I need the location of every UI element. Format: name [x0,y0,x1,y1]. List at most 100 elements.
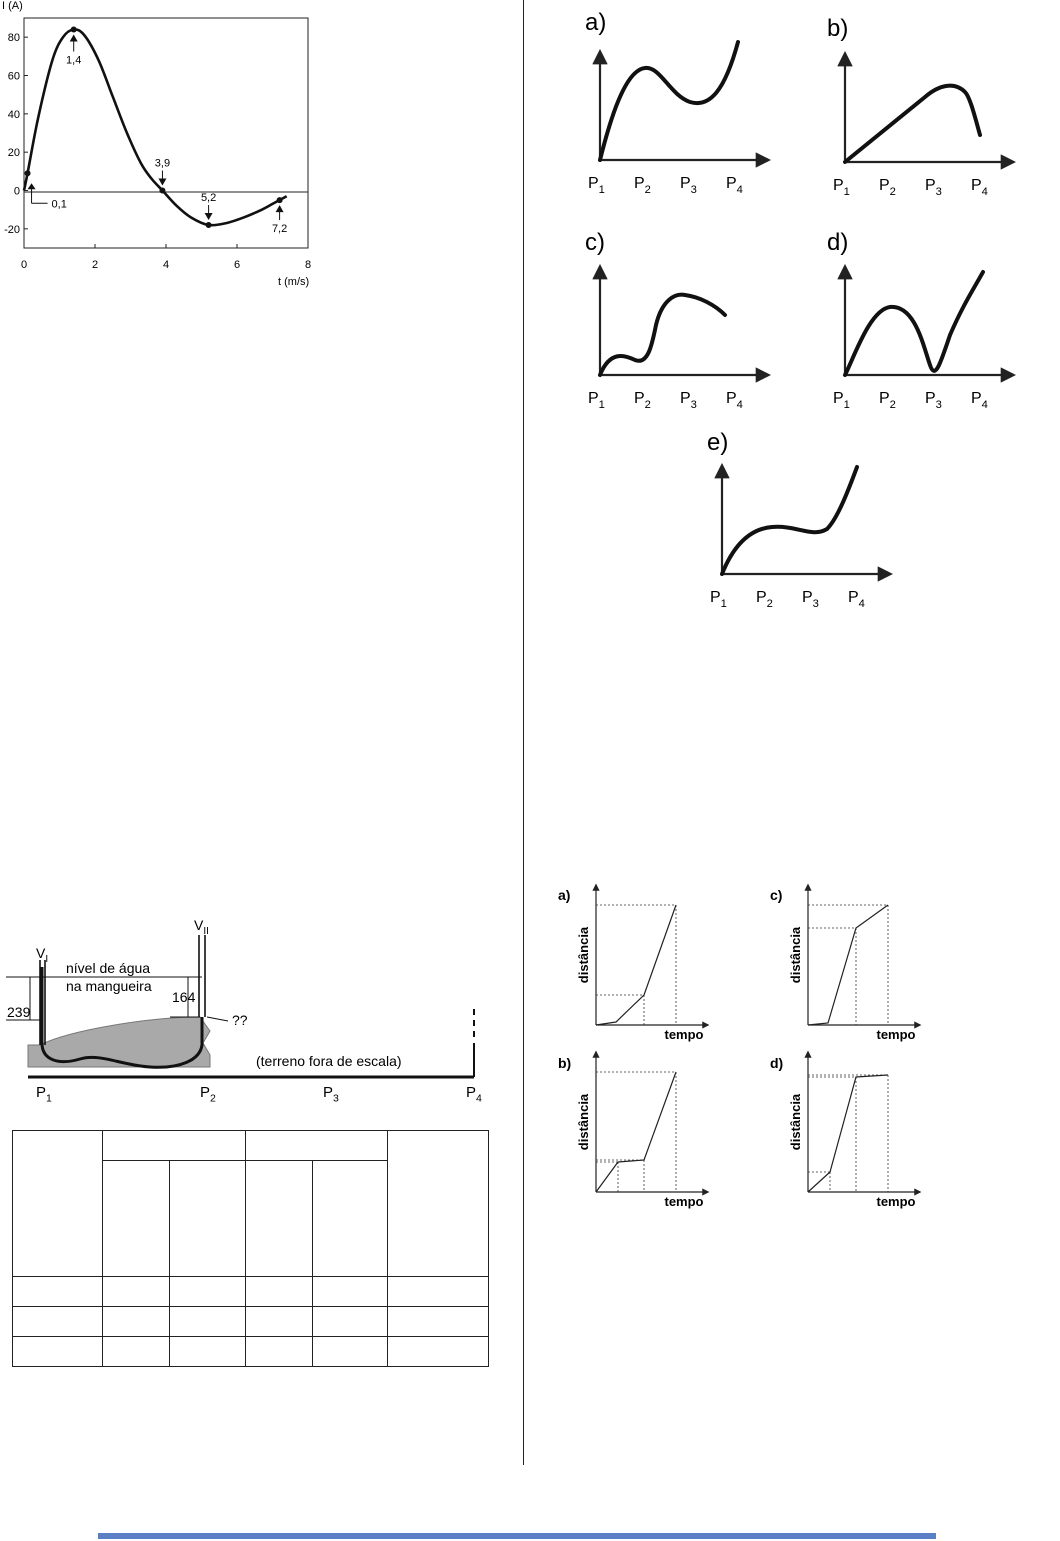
unknown-pointer [206,1016,229,1022]
hose [40,967,204,1069]
table-cell [102,1305,170,1337]
table-cell [169,1305,246,1337]
option-graph: a) P1 P2 P3 P4 [585,9,772,196]
point-label: P4 [726,175,743,196]
point-label: P4 [971,177,988,198]
y-axis-label: I (A) [2,0,23,12]
point-label: P2 [879,177,896,198]
unknown-label: ?? [232,1012,248,1028]
table-cell [102,1275,170,1307]
table-cell [387,1130,489,1277]
point-label: P3 [323,1084,339,1105]
distance-graph: b) distância tempo [558,1050,710,1209]
point-label: P3 [680,390,697,411]
option-curve [843,83,982,164]
x-axis-label: tempo [877,1027,916,1042]
option-label: b) [558,1055,571,1071]
point-label: P2 [879,390,896,411]
annotation-arrowhead [27,183,36,190]
annotation-label: 3,9 [155,158,170,170]
y-tick-label: 80 [8,32,20,44]
x-axis-label: tempo [665,1194,704,1209]
y-axis-label: distância [788,1093,803,1150]
point-label: P1 [588,175,605,196]
table-cell [245,1160,313,1277]
table-cell [12,1305,103,1337]
distance-line [807,904,889,1026]
table-cell [245,1275,313,1307]
height-right: 164 [172,989,196,1005]
y-tick-label: 60 [8,71,20,83]
v2-label: VII [194,917,209,937]
option-label: e) [707,429,728,456]
x-tick-label: 8 [305,259,311,271]
option-label: d) [827,229,848,256]
option-label: a) [585,9,606,36]
annotation-arrowhead [158,178,167,186]
terrain-shape [27,1016,211,1068]
option-label: d) [770,1055,783,1071]
y-axis-label: distância [576,1093,591,1150]
y-tick-label: 0 [14,186,20,198]
annotation-arrowhead [69,34,78,42]
annotation-point [70,26,77,33]
table-cell [312,1305,388,1337]
point-label: P1 [833,177,850,198]
option-curve [720,465,859,576]
distance-line [595,1071,677,1193]
annotation-point [159,187,166,194]
option-label: a) [558,887,570,903]
option-curve [843,270,985,377]
plot-frame [23,17,309,249]
table-cell [312,1335,388,1368]
annotation-point [205,222,212,228]
annotation-arrowhead [204,213,213,220]
terrain-note: (terreno fora de escala) [256,1053,402,1069]
water-level-label: na mangueira [66,978,152,994]
point-label: P4 [726,390,743,411]
table-cell [245,1335,313,1368]
water-level-label: nível de água [66,960,150,976]
option-label: c) [585,229,605,256]
table-cell [245,1305,313,1337]
y-tick-label: -20 [4,224,20,236]
column-divider [523,0,524,1465]
table-cell [169,1275,246,1307]
annotation-label: 1,4 [66,55,81,67]
annotation-label: 5,2 [201,192,216,204]
point-label: P3 [802,589,819,610]
point-label: P2 [634,390,651,411]
point-label: P2 [756,589,773,610]
table-cell [12,1130,103,1277]
v1-label: VI [36,945,48,965]
x-axis-label: t (m/s) [278,276,309,288]
table-cell [312,1160,388,1277]
table-cell [387,1275,489,1307]
option-curve [598,292,727,377]
distance-line [807,1074,889,1193]
x-tick-label: 0 [21,259,27,271]
footer-rule [98,1533,936,1539]
option-graph: c) P1 P2 P3 P4 [585,229,772,411]
table-cell [12,1275,103,1307]
annotation-point [276,197,283,204]
distance-line [595,904,677,1026]
distance-graphs: a)distânciatempoc)distânciatempob)distân… [558,883,922,1209]
x-tick-label: 2 [92,259,98,271]
point-label: P3 [680,175,697,196]
x-tick-label: 6 [234,259,240,271]
table-cell [245,1129,388,1162]
point-label: P2 [634,175,651,196]
table-cell [102,1160,170,1277]
option-label: b) [827,15,848,42]
annotation-arrowhead [275,205,284,213]
table-cell [387,1335,489,1368]
annotation-point [24,170,31,177]
point-label: P1 [588,390,605,411]
